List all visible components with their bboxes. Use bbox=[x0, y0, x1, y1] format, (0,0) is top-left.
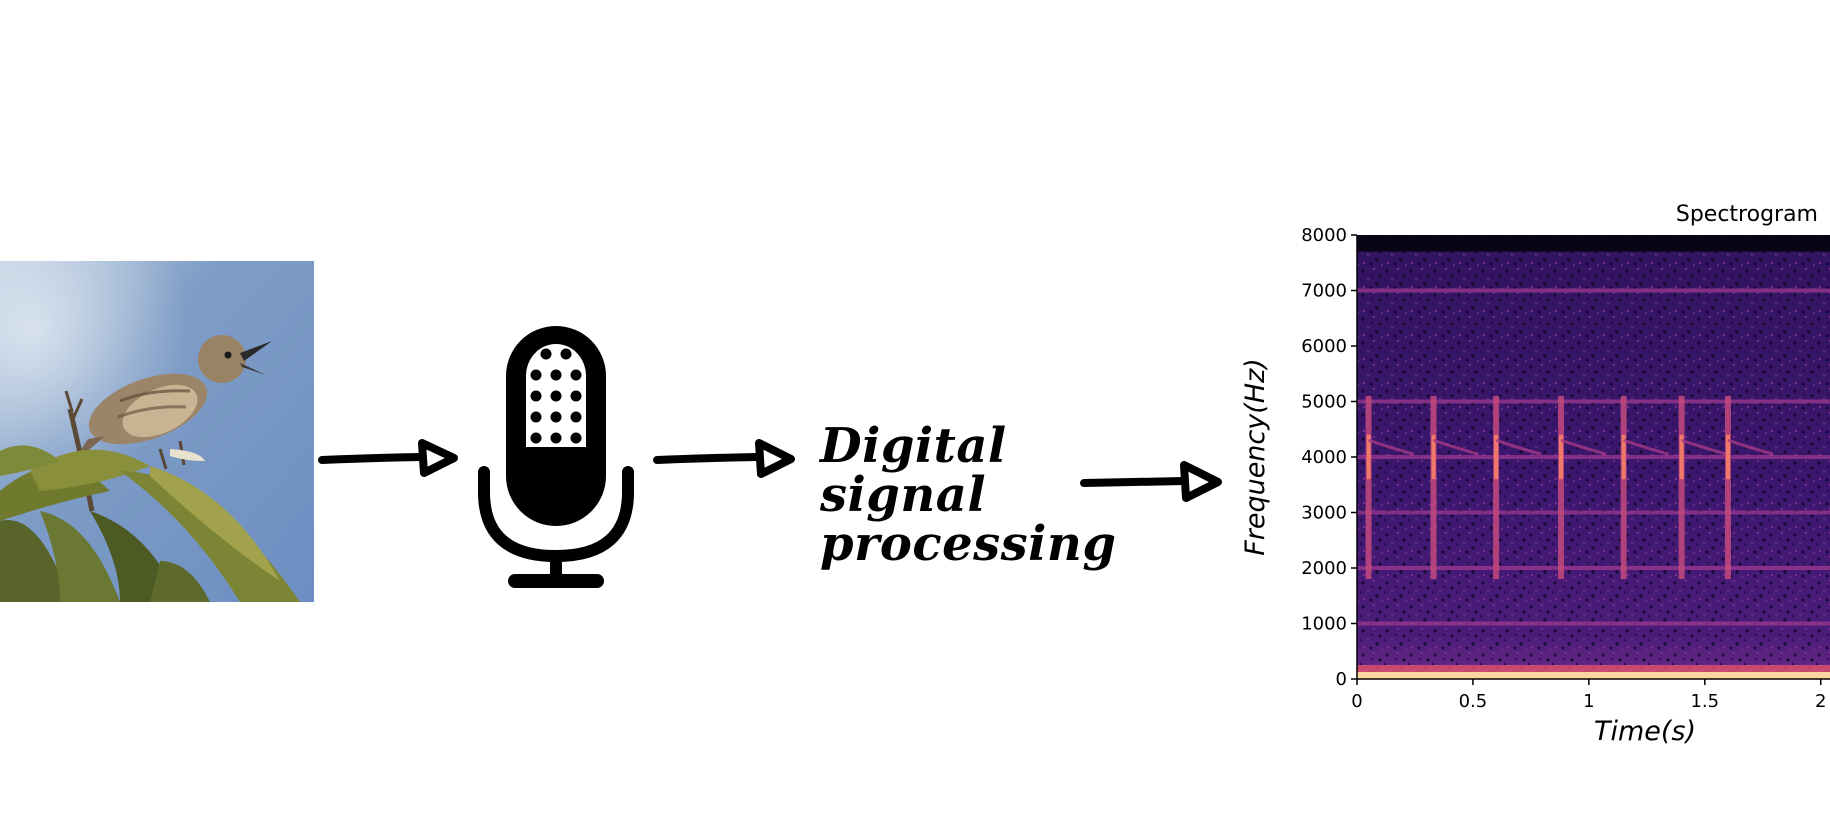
arrow-right-icon bbox=[653, 439, 795, 478]
x-tick-label: 2 bbox=[1815, 691, 1826, 712]
bird-photo-image bbox=[0, 261, 314, 602]
harmonic-band bbox=[1357, 455, 1830, 459]
harmonic-band bbox=[1357, 510, 1830, 515]
dsp-label-line: processing bbox=[820, 516, 1117, 572]
grille-dot bbox=[550, 390, 562, 402]
bird-photo bbox=[0, 261, 314, 602]
grille-dot bbox=[550, 432, 562, 444]
grille-dot bbox=[570, 411, 582, 423]
grille-dot bbox=[540, 348, 552, 360]
harmonic-band bbox=[1357, 288, 1830, 293]
harmonic-band bbox=[1357, 621, 1830, 626]
arrow-right-icon bbox=[1080, 461, 1222, 502]
y-tick-label: 6000 bbox=[1301, 336, 1347, 357]
grille-dot bbox=[530, 411, 542, 423]
grille-dot bbox=[570, 390, 582, 402]
x-tick-label: 1.5 bbox=[1690, 691, 1719, 712]
harmonic-band bbox=[1357, 399, 1830, 404]
x-tick-label: 0 bbox=[1351, 691, 1362, 712]
x-tick-label: 0.5 bbox=[1459, 691, 1488, 712]
bird-call-mark bbox=[1558, 395, 1565, 580]
bird-call-mark bbox=[1365, 395, 1372, 580]
bird-call-tail bbox=[1623, 438, 1670, 456]
bird-call-tail bbox=[1727, 438, 1774, 456]
low-frequency-peak bbox=[1357, 672, 1830, 679]
x-axis-title: Time(s) bbox=[1594, 716, 1696, 747]
y-tick-label: 1000 bbox=[1301, 614, 1347, 635]
y-tick-label: 0 bbox=[1336, 669, 1347, 690]
y-tick-label: 4000 bbox=[1301, 447, 1347, 468]
arrow-right-icon bbox=[318, 439, 458, 477]
microphone-icon-svg bbox=[478, 326, 634, 588]
y-tick-label: 7000 bbox=[1301, 281, 1347, 302]
spectrogram-chart: 0 1000 2000 3000 4000 5000 6000 7000 8000 0 0.5 1 1.… bbox=[1240, 195, 1830, 765]
bird-call-tail bbox=[1433, 438, 1479, 456]
grille-dot bbox=[530, 390, 542, 402]
y-tick-label: 5000 bbox=[1301, 392, 1347, 413]
grille-dot bbox=[550, 369, 562, 381]
grille-dot bbox=[570, 432, 582, 444]
bird-call-peak bbox=[1559, 434, 1564, 480]
y-axis-title: Frequency(Hz) bbox=[1240, 358, 1271, 556]
grille-dot bbox=[550, 411, 562, 423]
x-tick-label: 1 bbox=[1583, 691, 1594, 712]
bird-call-peak bbox=[1366, 434, 1371, 480]
high-frequency-cutoff-band bbox=[1357, 235, 1830, 252]
grille-dot bbox=[530, 369, 542, 381]
bird-call-mark bbox=[1493, 395, 1500, 580]
bird-call-peak bbox=[1725, 434, 1730, 480]
bird-call-tail bbox=[1560, 438, 1607, 456]
chart-title: Spectrogram bbox=[1676, 202, 1818, 227]
y-tick-label: 8000 bbox=[1301, 225, 1347, 246]
dsp-label-line: signal bbox=[820, 467, 987, 523]
dsp-label-line: Digital bbox=[820, 418, 1007, 474]
y-tick-label: 3000 bbox=[1301, 503, 1347, 524]
bird-call-peak bbox=[1679, 434, 1684, 480]
harmonic-band bbox=[1357, 566, 1830, 570]
grille-dot bbox=[560, 348, 572, 360]
arrow-right bbox=[653, 436, 799, 482]
arrow-right bbox=[1080, 460, 1226, 506]
bird-call-peak bbox=[1494, 434, 1499, 480]
bird-call-tail bbox=[1368, 438, 1414, 456]
y-tick-label: 2000 bbox=[1301, 558, 1347, 579]
grille-dot bbox=[570, 369, 582, 381]
grille-dot bbox=[530, 432, 542, 444]
microphone-icon bbox=[476, 324, 636, 590]
spectrogram-svg: 0 1000 2000 3000 4000 5000 6000 7000 8000 0 0.5 1 1.… bbox=[1240, 202, 1830, 747]
bird-call-mark bbox=[1430, 395, 1437, 580]
bird-call-mark bbox=[1724, 395, 1731, 580]
arrow-right bbox=[318, 436, 462, 482]
bird-call-mark bbox=[1620, 395, 1627, 580]
bird-call-tail bbox=[1495, 438, 1542, 456]
bird-call-peak bbox=[1431, 434, 1436, 480]
bird-call-peak bbox=[1621, 434, 1626, 480]
bird-call-mark bbox=[1678, 395, 1685, 580]
dsp-label: Digital signal processing bbox=[820, 422, 1120, 569]
bird-call-tail bbox=[1681, 438, 1728, 456]
low-frequency-band bbox=[1357, 665, 1830, 673]
